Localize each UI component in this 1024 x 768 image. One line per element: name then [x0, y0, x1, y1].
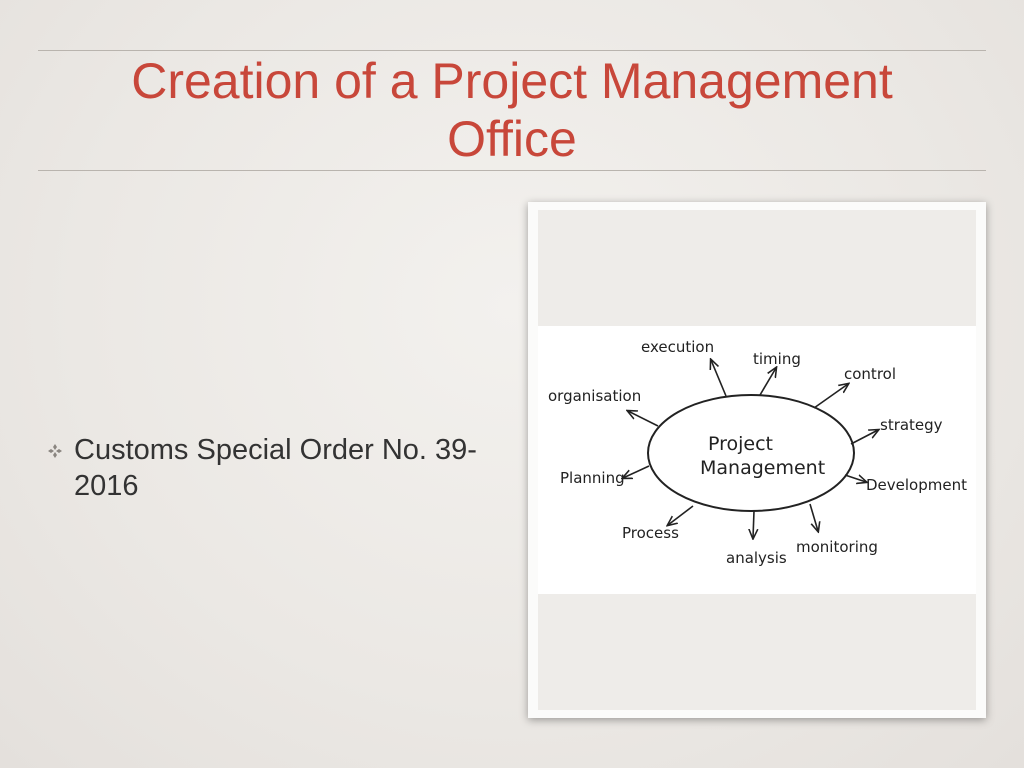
arrow-strategy	[850, 430, 878, 445]
bullet-text: Customs Special Order No. 39- 2016	[74, 432, 514, 504]
slide-title-line1: Creation of a Project Management	[131, 53, 893, 109]
title-bottom-rule	[38, 170, 986, 171]
mindmap-node-control: control	[844, 365, 896, 383]
arrow-process	[668, 505, 694, 525]
slide-title-line2: Office	[447, 111, 577, 167]
mindmap-diagram: Project Management execution timing cont…	[548, 338, 967, 567]
arrow-execution	[711, 360, 727, 397]
mindmap-image: Project Management execution timing cont…	[538, 210, 976, 710]
mindmap-center-line2: Management	[700, 457, 825, 479]
top-rule	[38, 50, 986, 51]
slide-title: Creation of a Project Management Office	[40, 52, 984, 168]
arrow-development	[844, 474, 866, 482]
mindmap-node-development: Development	[866, 476, 967, 494]
mindmap-node-analysis: analysis	[726, 549, 787, 567]
arrow-monitoring	[809, 503, 818, 531]
picture-frame: Project Management execution timing cont…	[528, 202, 986, 718]
mindmap-node-monitoring: monitoring	[796, 538, 878, 556]
mindmap-node-process: Process	[622, 524, 679, 542]
image-bottom-padding	[538, 594, 976, 710]
bullet-text-line2: 2016	[74, 470, 139, 502]
arrow-organisation	[628, 411, 659, 427]
mindmap-node-strategy: strategy	[880, 416, 943, 434]
arrow-timing	[759, 368, 776, 396]
diamond-flower-bullet-icon	[48, 444, 62, 458]
mindmap-center-ellipse	[647, 394, 855, 512]
arrow-planning	[623, 465, 650, 478]
mindmap-node-execution: execution	[641, 338, 714, 356]
mindmap-node-organisation: organisation	[548, 387, 641, 405]
mindmap-center-line1: Project	[708, 433, 773, 455]
bullet-text-line1: Customs Special Order No. 39-	[74, 434, 477, 466]
image-top-padding	[538, 210, 976, 326]
arrow-analysis	[753, 510, 754, 538]
mindmap-node-timing: timing	[753, 350, 801, 368]
arrow-control	[813, 384, 848, 409]
mindmap-node-planning: Planning	[560, 469, 625, 487]
